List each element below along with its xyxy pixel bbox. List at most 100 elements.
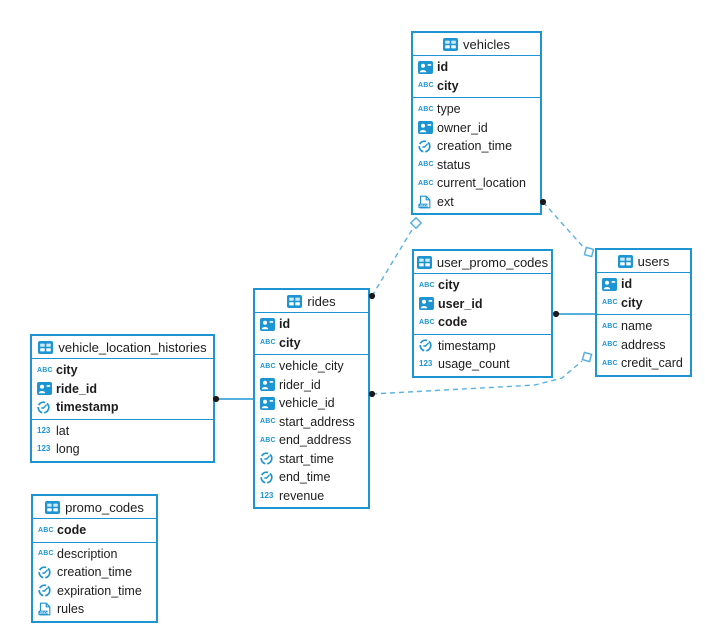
field-row-creation_time[interactable]: creation_time <box>33 563 156 582</box>
string-type-icon: ABC <box>418 105 434 113</box>
datetime-type-icon <box>418 140 437 153</box>
field-name: rules <box>57 602 85 617</box>
field-name: start_address <box>279 414 355 429</box>
number-type-icon: 123 <box>37 444 51 454</box>
relationship-line[interactable] <box>542 201 586 250</box>
field-row-timestamp[interactable]: timestamp <box>414 337 551 356</box>
relationship-line[interactable] <box>371 227 414 297</box>
datetime-type-icon <box>38 584 57 597</box>
field-name: credit_card <box>621 356 683 371</box>
relationship-user_promo_codes-to-users[interactable] <box>552 310 595 318</box>
field-row-owner_id[interactable]: owner_id <box>413 119 540 138</box>
table-header[interactable]: vehicle_location_histories <box>32 336 213 359</box>
field-name: lat <box>56 423 70 438</box>
string-type-icon: ABC <box>37 366 53 374</box>
string-type-icon: ABC <box>602 322 618 330</box>
field-row-end_time[interactable]: end_time <box>255 468 368 487</box>
table-header[interactable]: promo_codes <box>33 496 156 519</box>
field-row-rider_id[interactable]: rider_id <box>255 376 368 395</box>
id-type-icon <box>602 277 621 291</box>
table-icon <box>287 294 303 308</box>
relationship-vehicle_location_histories-to-rides[interactable] <box>212 395 253 403</box>
endpoint-dot-marker <box>552 310 560 318</box>
table-header[interactable]: vehicles <box>413 33 540 56</box>
field-row-id[interactable]: id <box>413 58 540 77</box>
relationship-vehicles-to-users[interactable] <box>539 198 595 258</box>
json-type-icon: JSON <box>418 195 437 209</box>
table-title: vehicles <box>463 36 510 52</box>
field-row-id[interactable]: id <box>255 315 368 334</box>
field-name: vehicle_city <box>279 359 344 374</box>
datetime-type-icon <box>260 452 279 465</box>
field-name: vehicle_id <box>279 396 335 411</box>
table-icon <box>45 500 61 514</box>
field-name: rider_id <box>279 377 321 392</box>
table-header[interactable]: user_promo_codes <box>414 251 551 274</box>
string-type-icon: ABC <box>602 299 618 307</box>
field-name: id <box>437 60 449 75</box>
string-type-icon: ABC <box>602 359 618 367</box>
string-type-icon: ABC <box>418 82 434 90</box>
field-name: name <box>621 319 653 334</box>
field-row-vehicle_id[interactable]: vehicle_id <box>255 394 368 413</box>
field-row-ride_id[interactable]: ride_id <box>32 380 213 399</box>
field-row-creation_time[interactable]: creation_time <box>413 137 540 156</box>
svg-text:JSON: JSON <box>419 204 430 208</box>
field-name: city <box>279 335 301 350</box>
field-row-user_id[interactable]: user_id <box>414 295 551 314</box>
field-name: revenue <box>279 488 325 503</box>
table-header[interactable]: users <box>597 250 690 273</box>
field-row-expiration_time[interactable]: expiration_time <box>33 582 156 601</box>
table-header[interactable]: rides <box>255 290 368 313</box>
endpoint-square-marker <box>409 216 423 230</box>
id-type-icon <box>260 396 279 410</box>
id-type-icon <box>419 297 438 311</box>
field-name: address <box>621 337 666 352</box>
field-name: description <box>57 546 118 561</box>
id-type-icon <box>37 382 56 396</box>
field-row-start_time[interactable]: start_time <box>255 450 368 469</box>
field-name: expiration_time <box>57 583 142 598</box>
field-row-timestamp[interactable]: timestamp <box>32 398 213 417</box>
number-type-icon: 123 <box>419 359 433 369</box>
table-title: users <box>637 253 670 269</box>
field-row-id[interactable]: id <box>597 275 690 294</box>
string-type-icon: ABC <box>260 362 276 370</box>
